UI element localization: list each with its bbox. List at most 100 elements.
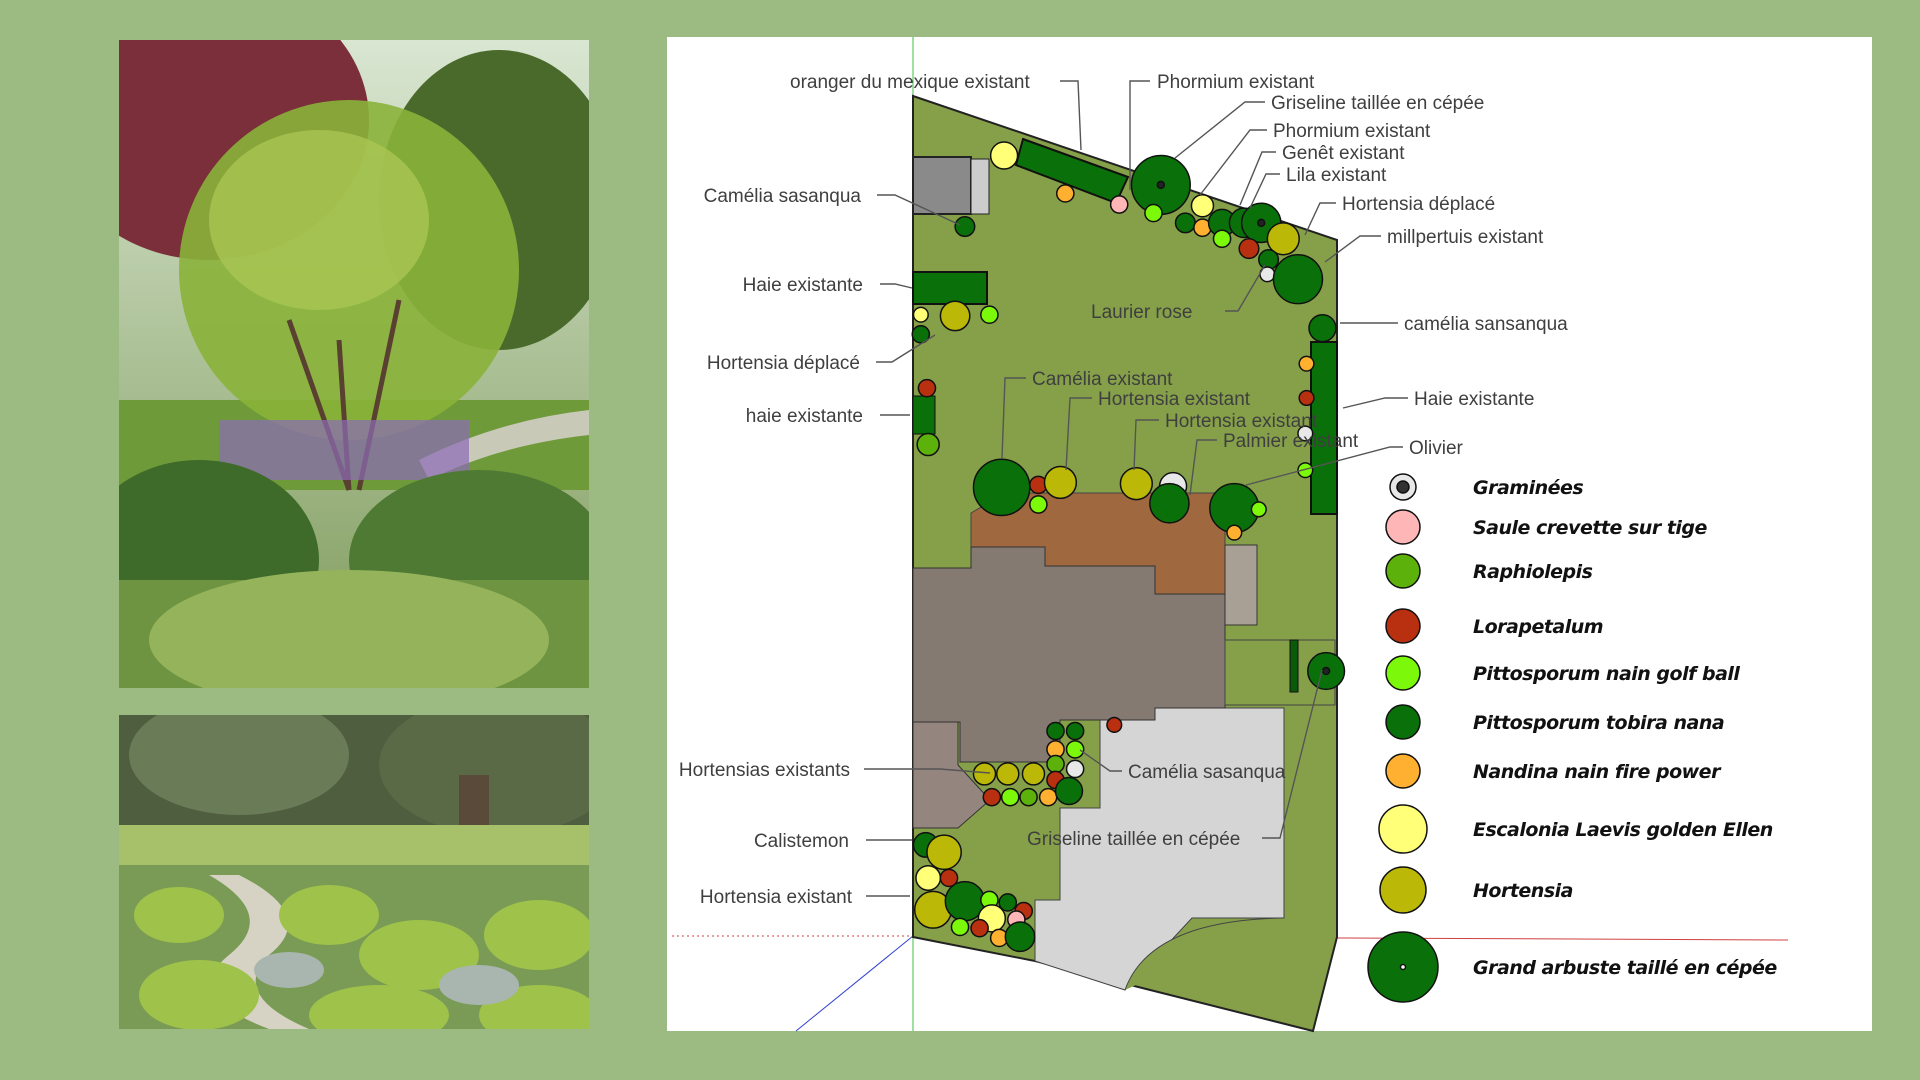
plant-pittosporum-tobira-nana-symbol (954, 215, 976, 238)
plant-nandina-nain-fire-power-symbol (1226, 524, 1243, 541)
plant-escalonia-laevis-golden-ellen-symbol (989, 141, 1019, 170)
label-haie-left: Haie existante (743, 275, 863, 296)
label-olivier: Olivier (1409, 438, 1464, 459)
plant-raphiolepis-symbol (916, 432, 940, 457)
plant-gramin-es-symbol (1297, 425, 1314, 442)
shed-side (970, 158, 990, 215)
blue-axis (795, 935, 914, 1032)
plant-hortensia-symbol (926, 834, 962, 871)
shed (912, 156, 972, 215)
leader-lines (864, 80, 1408, 897)
plant-pittosporum-nain-golf-ball-symbol (1297, 462, 1314, 479)
plant-lorapetalum-symbol (982, 787, 1002, 807)
legend-item: Nandina nain fire power (1385, 753, 1723, 789)
plant-pittosporum-tobira-nana-symbol (1054, 776, 1084, 806)
plant-hortensia-symbol (995, 762, 1020, 786)
legend-item: Raphiolepis (1385, 553, 1593, 589)
label-camelia-bas: Camélia sasanqua (1128, 762, 1286, 783)
label-phormium-1: Phormium existant (1157, 72, 1315, 93)
legend-swatch-icon (1378, 804, 1428, 854)
lawn-arc (1124, 917, 1285, 991)
hedge-left (912, 271, 988, 305)
trunk-dot (1321, 666, 1331, 676)
trunk-dot (1256, 218, 1266, 228)
plant-pittosporum-tobira-nana-symbol (1174, 212, 1196, 234)
plant-nandina-nain-fire-power-symbol (1298, 355, 1315, 372)
plant-pittosporum-tobira-nana-symbol (1004, 921, 1036, 953)
label-millpertuis: millpertuis existant (1387, 227, 1544, 248)
legend-item: Saule crevette sur tige (1385, 509, 1708, 545)
plant-pittosporum-nain-golf-ball-symbol (1000, 787, 1020, 807)
plant-lorapetalum-symbol (970, 918, 989, 938)
grass-center-icon (1396, 480, 1410, 494)
plant-pittosporum-tobira-nana-symbol (998, 893, 1018, 912)
legend-label: Saule crevette sur tige (1473, 517, 1708, 539)
plant-hortensia-symbol (1119, 467, 1154, 501)
plant-pittosporum-tobira-nana-symbol (1308, 313, 1337, 343)
label-palmier: Palmier existant (1223, 431, 1359, 452)
plant-pittosporum-nain-golf-ball-symbol (1250, 501, 1267, 518)
plant-hortensia-symbol (1043, 465, 1078, 500)
plant-pittosporum-tobira-nana-symbol (1272, 253, 1324, 305)
plant-hortensia-symbol (939, 300, 971, 332)
plant-nandina-nain-fire-power-symbol (1055, 184, 1075, 203)
plant-lorapetalum-symbol (1106, 716, 1123, 734)
label-griseline-1: Griseline taillée en cépée (1271, 93, 1484, 114)
label-genet: Genêt existant (1282, 143, 1405, 164)
legend-label: Lorapetalum (1473, 616, 1603, 638)
legend-item: Pittosporum nain golf ball (1385, 655, 1741, 691)
plant-lorapetalum-symbol (1298, 389, 1315, 407)
legend-label: Grand arbuste taillé en cépée (1473, 957, 1777, 979)
plant-pittosporum-tobira-nana-symbol (1046, 721, 1065, 741)
label-griseline-2: Griseline taillée en cépée (1027, 829, 1240, 850)
label-camelia-left: Camélia sasanqua (704, 186, 862, 207)
plant-hortensia-symbol (1021, 762, 1046, 786)
plant-saule-crevette-sur-tige-symbol (1109, 195, 1129, 214)
legend-label: Pittosporum tobira nana (1473, 712, 1724, 734)
label-laurier-rose: Laurier rose (1091, 302, 1192, 323)
label-phormium-2: Phormium existant (1273, 121, 1431, 142)
plant-pittosporum-nain-golf-ball-symbol (950, 917, 970, 937)
side-hedge (1289, 639, 1299, 693)
plant-hortensia-symbol (972, 762, 997, 786)
house-step (1224, 544, 1258, 626)
legend-label: Pittosporum nain golf ball (1473, 663, 1740, 685)
legend-label: Escalonia Laevis golden Ellen (1473, 819, 1773, 841)
garden-photo-2 (119, 715, 589, 1029)
label-hortensia-existant-3: Hortensia existant (700, 887, 853, 908)
plants (911, 141, 1346, 953)
plant-escalonia-laevis-golden-ellen-symbol (1190, 193, 1215, 218)
legend-swatch-icon (1385, 553, 1421, 589)
label-lila: Lila existant (1286, 165, 1387, 186)
garden-photo-2-image (119, 715, 589, 1029)
plant-pittosporum-tobira-nana-symbol (911, 324, 931, 344)
label-hortensia-existant-1: Hortensia existant (1098, 389, 1251, 410)
plant-pittosporum-nain-golf-ball-symbol (980, 305, 999, 325)
legend-swatch-icon (1385, 509, 1421, 545)
label-camelia-existant: Camélia existant (1032, 369, 1173, 390)
label-hortensias-existants: Hortensias existants (679, 760, 850, 781)
label-calistemon: Calistemon (754, 831, 849, 852)
plant-gramin-es-symbol (1065, 759, 1085, 779)
plant-nandina-nain-fire-power-symbol (1038, 787, 1058, 807)
label-haie-right: Haie existante (1414, 389, 1534, 410)
label-oranger: oranger du mexique existant (790, 72, 1030, 93)
plant-pittosporum-tobira-nana-symbol (1149, 482, 1190, 524)
plant-pittosporum-tobira-nana-symbol (972, 458, 1031, 517)
legend-swatch-icon (1385, 753, 1421, 789)
label-camelia-right: camélia sansanqua (1404, 314, 1568, 335)
house-roof (912, 546, 1226, 763)
legend-item: Lorapetalum (1385, 608, 1604, 644)
label-hortensia-existant-2: Hortensia existant (1165, 411, 1318, 432)
paving (1034, 707, 1285, 991)
legend-item: Graminées (1389, 473, 1584, 501)
hedge-left-2 (912, 395, 936, 435)
plant-escalonia-laevis-golden-ellen-symbol (912, 306, 929, 323)
garden-photo-1-image (119, 40, 589, 688)
plant-pittosporum-nain-golf-ball-symbol (1144, 203, 1163, 223)
plant-pittosporum-tobira-nana-symbol (1065, 721, 1085, 741)
plant-raphiolepis-symbol (1046, 754, 1065, 774)
plant-lorapetalum-symbol (1238, 238, 1260, 260)
